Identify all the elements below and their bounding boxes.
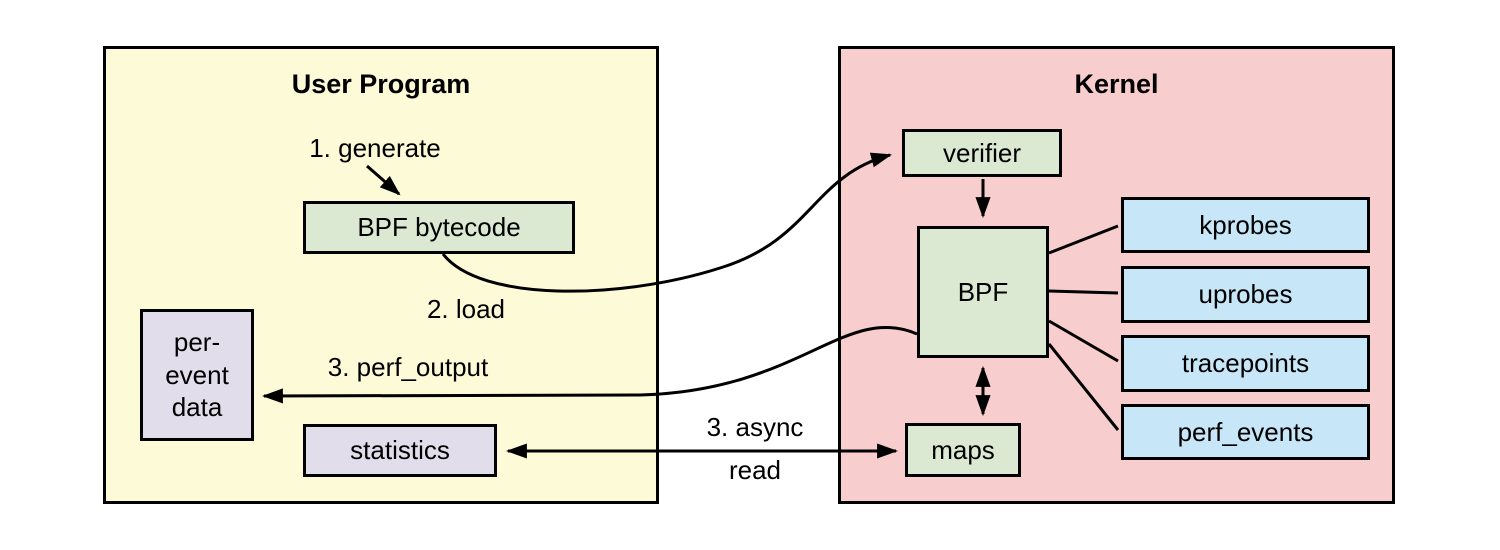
kprobes-label: kprobes bbox=[1199, 209, 1292, 240]
step3-perf-output-label: 3. perf_output bbox=[327, 352, 489, 382]
tracepoints-node: tracepoints bbox=[1121, 335, 1370, 392]
kprobes-node: kprobes bbox=[1121, 197, 1370, 253]
step3-async-read-label-line2: read bbox=[728, 455, 782, 485]
kernel-title: Kernel bbox=[1074, 69, 1159, 99]
bpf-node: BPF bbox=[917, 226, 1049, 358]
statistics-node: statistics bbox=[303, 424, 497, 477]
statistics-label: statistics bbox=[350, 435, 450, 466]
bpf-bytecode-node: BPF bytecode bbox=[303, 201, 575, 254]
step2-load-label: 2. load bbox=[426, 294, 506, 324]
bpf-bytecode-label: BPF bytecode bbox=[357, 212, 521, 243]
step1-generate-label: 1. generate bbox=[309, 133, 441, 163]
uprobes-node: uprobes bbox=[1121, 266, 1370, 323]
per-event-data-label-line2: event bbox=[165, 359, 229, 390]
user-program-title: User Program bbox=[291, 69, 471, 99]
maps-label: maps bbox=[931, 434, 995, 465]
verifier-label: verifier bbox=[942, 137, 1021, 168]
tracepoints-label: tracepoints bbox=[1181, 348, 1310, 379]
bpf-label: BPF bbox=[957, 276, 1009, 307]
maps-node: maps bbox=[905, 423, 1021, 477]
per-event-data-label-line1: per- bbox=[173, 327, 221, 358]
perf-events-node: perf_events bbox=[1121, 404, 1370, 460]
perf-events-label: perf_events bbox=[1177, 416, 1314, 447]
per-event-data-label-line3: data bbox=[171, 392, 223, 423]
verifier-node: verifier bbox=[902, 129, 1062, 177]
per-event-data-node: per- event data bbox=[140, 309, 254, 441]
uprobes-label: uprobes bbox=[1198, 279, 1293, 310]
step3-async-read-label-line1: 3. async bbox=[706, 412, 804, 442]
